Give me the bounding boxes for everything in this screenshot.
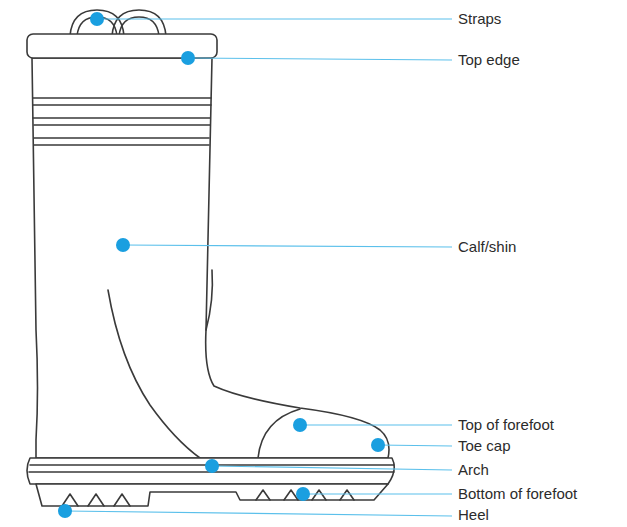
part-label: Top of forefoot bbox=[458, 416, 554, 434]
leader-line bbox=[300, 424, 452, 425]
marker-dot bbox=[58, 504, 72, 518]
tread bbox=[36, 484, 388, 506]
leader-line bbox=[123, 245, 452, 247]
tread-lugs bbox=[62, 490, 354, 506]
panel-seam bbox=[206, 270, 212, 330]
toe-cap-line bbox=[258, 409, 300, 458]
part-label: Toe cap bbox=[458, 437, 511, 455]
marker-dot bbox=[90, 12, 104, 26]
part-label: Straps bbox=[458, 10, 501, 28]
marker-dot bbox=[205, 459, 219, 473]
leader-line bbox=[378, 445, 452, 446]
part-label: Calf/shin bbox=[458, 238, 516, 256]
strap bbox=[119, 17, 159, 36]
leader-line bbox=[188, 58, 452, 60]
marker-dot bbox=[371, 438, 385, 452]
marker-dots bbox=[58, 12, 385, 518]
boot-shell bbox=[32, 58, 389, 458]
leader-line bbox=[212, 466, 452, 470]
part-label: Arch bbox=[458, 461, 489, 479]
part-label: Heel bbox=[458, 506, 489, 524]
strap bbox=[112, 10, 166, 36]
marker-dot bbox=[293, 418, 307, 432]
reflective-stripes bbox=[33, 98, 211, 145]
boot-drawing bbox=[27, 10, 394, 506]
leader-lines bbox=[65, 19, 452, 516]
marker-dot bbox=[181, 51, 195, 65]
leader-line bbox=[303, 493, 452, 494]
leader-line bbox=[97, 18, 452, 19]
part-label: Bottom of forefoot bbox=[458, 485, 577, 503]
part-label: Top edge bbox=[458, 51, 520, 69]
sole bbox=[27, 458, 394, 484]
panel-seam bbox=[108, 290, 200, 458]
marker-dot bbox=[116, 238, 130, 252]
marker-dot bbox=[296, 487, 310, 501]
leader-line bbox=[65, 511, 452, 516]
